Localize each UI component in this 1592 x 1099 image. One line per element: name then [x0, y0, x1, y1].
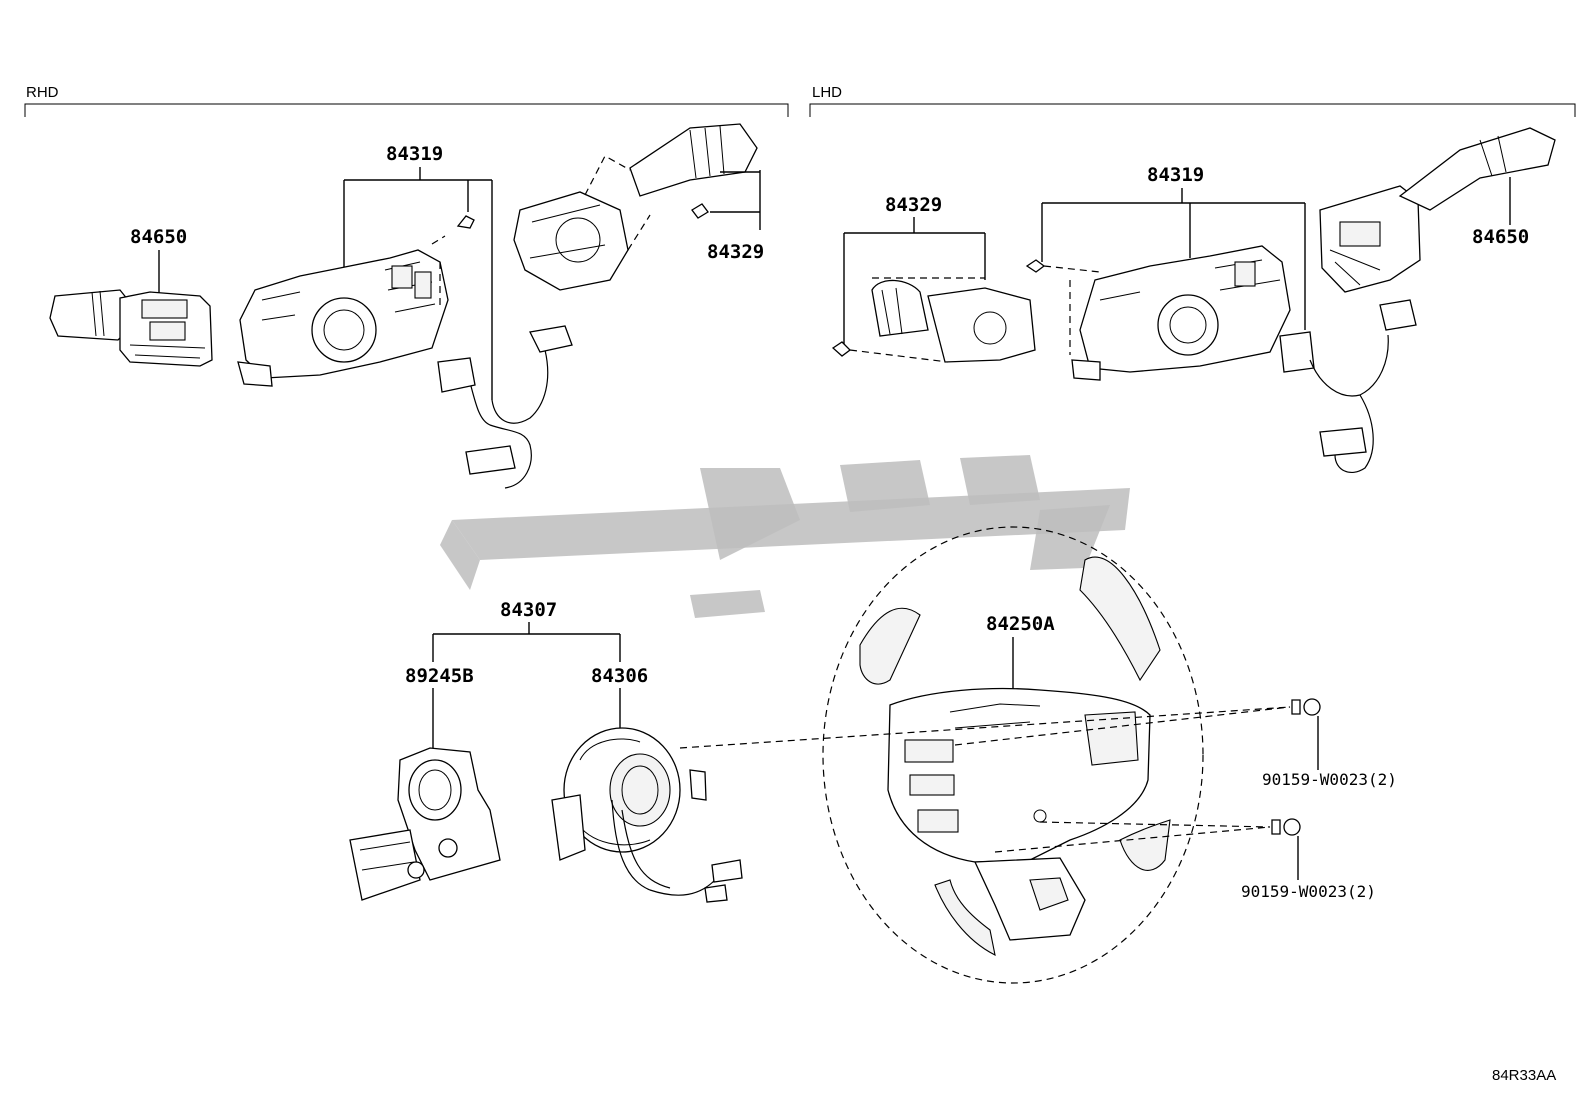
lhd-section: LHD	[809, 84, 1576, 117]
steering-wheel: 84250A	[822, 526, 1204, 984]
rhd-section: RHD	[24, 84, 789, 117]
screw-lower: 90159-W0023(2)	[1241, 818, 1376, 901]
label-84650-lhd: 84650	[1472, 226, 1529, 248]
rhd-title: RHD	[26, 84, 59, 101]
watermark-logo	[440, 455, 1130, 618]
label-84250a: 84250A	[986, 613, 1055, 635]
label-90159-upper: 90159-W0023(2)	[1262, 770, 1397, 789]
label-84319-lhd: 84319	[1147, 164, 1204, 186]
label-90159-lower: 90159-W0023(2)	[1241, 882, 1376, 901]
label-84650-rhd: 84650	[130, 226, 187, 248]
screw-upper: 90159-W0023(2)	[1262, 698, 1397, 789]
diagram-code: 84R33AA	[1492, 1067, 1556, 1084]
spiral-cable: 84306	[551, 665, 743, 903]
label-84319-rhd: 84319	[386, 143, 443, 165]
label-84307: 84307	[500, 599, 557, 621]
label-84329-lhd: 84329	[885, 194, 942, 216]
lhd-switch-assembly: 84319	[1025, 164, 1417, 473]
label-84306: 84306	[591, 665, 648, 687]
lhd-switch-sub: 84329	[831, 194, 1036, 363]
rhd-combination-switch: 84650	[49, 226, 213, 367]
label-84329-rhd: 84329	[707, 241, 764, 263]
spiral-cable-assembly: 84307	[432, 599, 621, 662]
lhd-combination-switch: 84650	[1319, 127, 1556, 293]
lhd-title: LHD	[812, 84, 842, 101]
lhd-bracket	[809, 103, 1576, 117]
rhd-switch-sub: 84329	[513, 123, 764, 291]
rhd-bracket	[24, 103, 789, 117]
label-89245b: 89245B	[405, 665, 474, 687]
steering-sensor: 89245B	[349, 665, 501, 901]
rhd-switch-assembly: 84319	[237, 143, 573, 489]
leader-lines	[679, 706, 1291, 853]
